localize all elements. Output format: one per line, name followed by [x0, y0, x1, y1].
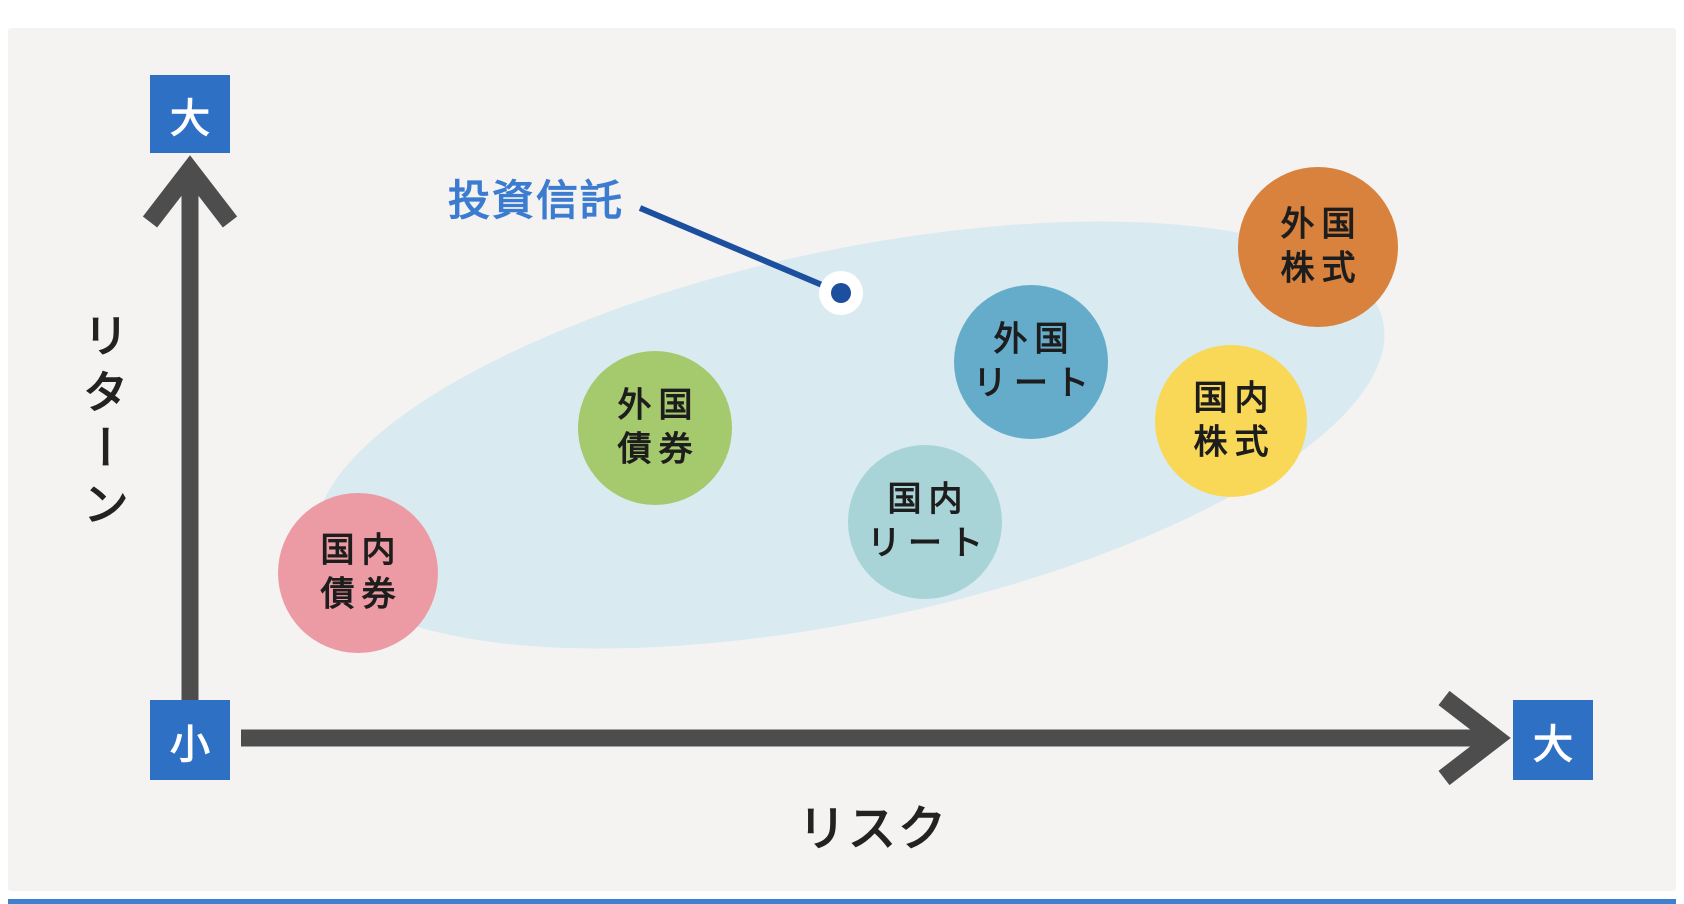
asset-circle-domestic-stocks [1155, 345, 1307, 497]
callout-dot [831, 283, 851, 303]
x-axis-arrowhead-icon [1438, 690, 1511, 786]
y-axis-arrowhead-icon [142, 155, 238, 228]
x-axis-max-box [1513, 700, 1593, 780]
asset-circle-foreign-stocks [1238, 167, 1398, 327]
asset-circle-domestic-bonds [278, 493, 438, 653]
bottom-divider-bar [8, 899, 1676, 904]
y-axis-max-box [150, 75, 230, 153]
asset-circle-foreign-reit [954, 285, 1108, 439]
asset-circle-domestic-reit [848, 445, 1002, 599]
investment-universe-ellipse [315, 221, 1385, 649]
asset-circle-foreign-bonds [578, 351, 732, 505]
callout-leader-line [638, 205, 843, 296]
origin-min-box [150, 700, 230, 780]
